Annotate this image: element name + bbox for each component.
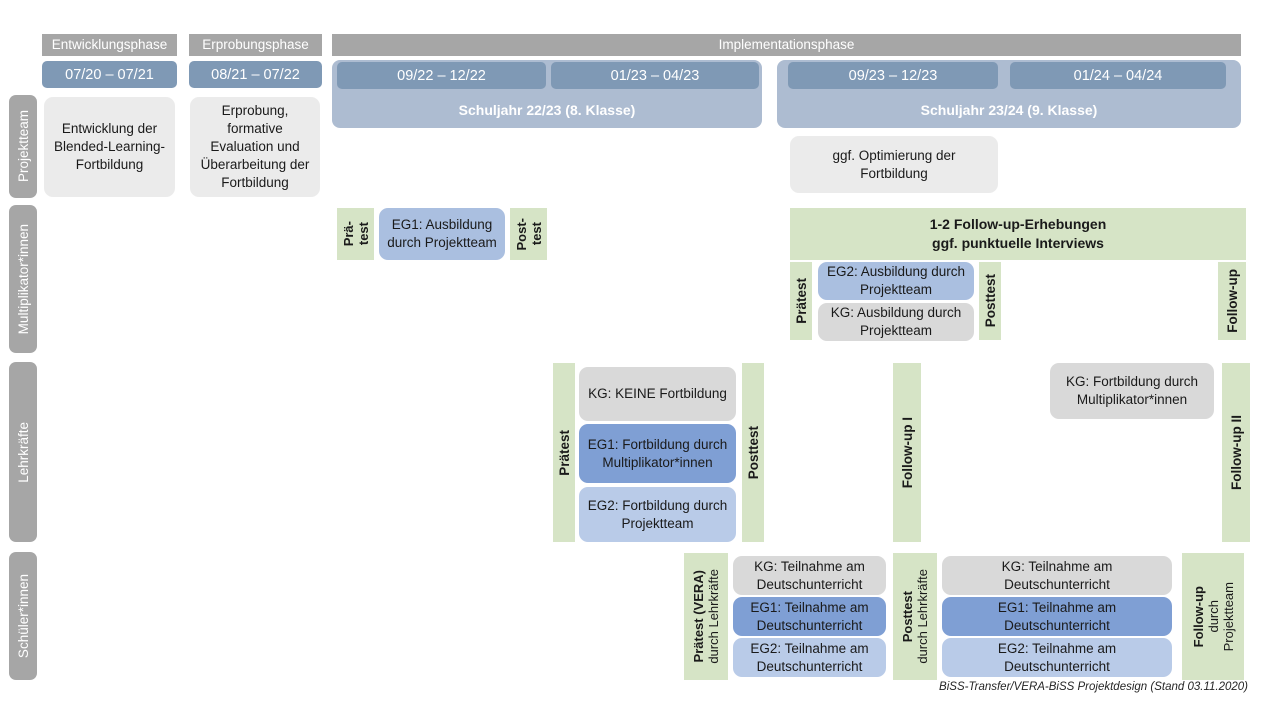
schueler-block1-eg1-box: EG1: Teilnahme am Deutschunterricht [733,597,886,636]
schueler-posttest-sub-label: durch Lehrkräfte [915,569,930,664]
schueler-praetest-sub-label: durch Lehrkräfte [706,569,721,664]
lehrkraefte-posttest-label: Posttest [745,425,761,480]
multiplikatoren-eg1-box: EG1: Ausbildung durch Projektteam [379,208,505,260]
date-chip-0124-0424-label: 01/24 – 04/24 [1073,67,1163,84]
multiplikatoren-posttest-early-line1: Post- [513,217,529,251]
school-year-2223-label: Schuljahr 22/23 (8. Klasse) [458,102,636,118]
schueler-block1-eg2-box: EG2: Teilnahme am Deutschunterricht [733,638,886,677]
multiplikatoren-eg1-text: EG1: Ausbildung durch Projektteam [387,217,497,250]
phase-header-erprobung-label: Erprobungsphase [202,36,309,52]
multiplikatoren-posttest-early-strip: Post- test [510,208,547,260]
schueler-followup-strip: Follow-up durch Projektteam [1182,553,1244,680]
lehrkraefte-kg-followup-text: KG: Fortbildung durch Multiplikator*inne… [1065,374,1199,407]
lehrkraefte-posttest-strip: Posttest [742,363,764,542]
projektteam-entwicklung-box: Entwicklung der Blended-Learning-Fortbil… [44,97,175,197]
date-chip-0123-0423-label: 01/23 – 04/23 [610,67,700,84]
date-chip-entwicklung: 07/20 – 07/21 [42,61,177,88]
schueler-block1-eg1-text: EG1: Teilnahme am Deutschunterricht [750,599,869,633]
multiplikatoren-praetest-early-strip: Prä- test [337,208,374,260]
date-chip-entwicklung-label: 07/20 – 07/21 [65,66,154,83]
schueler-block2-kg-text: KG: Teilnahme am Deutschunterricht [1001,558,1113,592]
schueler-block2-eg1-text: EG1: Teilnahme am Deutschunterricht [997,599,1117,633]
multiplikatoren-posttest-label: Posttest [982,274,998,328]
footer-credit: BiSS-Transfer/VERA-BiSS Projektdesign (S… [800,681,1248,697]
multiplikatoren-praetest-early-line1: Prä- [340,221,356,247]
schueler-followup-main-label: Follow-up [1190,585,1206,648]
date-chip-0922-1222: 09/22 – 12/22 [337,62,546,89]
lehrkraefte-followup-1-label: Follow-up I [899,416,915,489]
footer-credit-text: BiSS-Transfer/VERA-BiSS Projektdesign (S… [939,681,1248,693]
multiplikatoren-praetest-label: Prätest [793,278,809,324]
phase-header-entwicklung-label: Entwicklungsphase [51,36,168,52]
school-year-2324-label: Schuljahr 23/24 (9. Klasse) [920,102,1098,118]
multiplikatoren-eg2-box: EG2: Ausbildung durch Projektteam [818,262,974,300]
date-chip-0923-1223-label: 09/23 – 12/23 [848,67,938,84]
schueler-block2-eg2-text: EG2: Teilnahme am Deutschunterricht [997,640,1117,674]
multiplikatoren-kg-box: KG: Ausbildung durch Projektteam [818,303,974,341]
projektteam-erprobung-box: Erprobung, formative Evaluation und Über… [190,97,320,197]
schueler-block2-eg2-box: EG2: Teilnahme am Deutschunterricht [942,638,1172,677]
sidebar-item-schueler-label: Schüler*innen [15,573,31,659]
projektteam-erprobung-text: Erprobung, formative Evaluation und Über… [200,103,310,190]
phase-header-implementation: Implementationsphase [332,34,1241,56]
date-chip-0123-0423: 01/23 – 04/23 [551,62,759,89]
sidebar-item-projektteam[interactable]: Projektteam [9,95,37,198]
multiplikatoren-eg2-text: EG2: Ausbildung durch Projektteam [826,264,966,297]
schueler-followup-sub1-label: durch [1205,600,1221,633]
multiplikatoren-posttest-early-line2: test [528,222,544,246]
multiplikatoren-followup-banner: 1-2 Follow-up-Erhebungen ggf. punktuelle… [790,208,1246,260]
lehrkraefte-kg-box: KG: KEINE Fortbildung [579,367,736,421]
projektteam-optimierung-box: ggf. Optimierung der Fortbildung [790,136,998,193]
schueler-praetest-main-label: Prätest (VERA) [691,570,706,663]
lehrkraefte-kg-text: KG: KEINE Fortbildung [588,386,727,402]
lehrkraefte-eg2-box: EG2: Fortbildung durch Projektteam [579,487,736,542]
multiplikatoren-followup-label: Follow-up [1224,269,1240,333]
multiplikatoren-followup-banner-line2: ggf. punktuelle Interviews [932,235,1104,251]
lehrkraefte-followup-2-strip: Follow-up II [1222,363,1250,542]
date-chip-0922-1222-label: 09/22 – 12/22 [397,67,486,84]
phase-header-entwicklung: Entwicklungsphase [42,34,177,56]
lehrkraefte-kg-followup-box: KG: Fortbildung durch Multiplikator*inne… [1050,363,1214,419]
schueler-block2-eg1-box: EG1: Teilnahme am Deutschunterricht [942,597,1172,636]
sidebar-item-multiplikatoren-label: Multiplikator*innen [15,223,31,335]
sidebar-item-lehrkraefte-label: Lehrkräfte [15,421,31,483]
lehrkraefte-followup-2-label: Follow-up II [1228,415,1244,490]
lehrkraefte-eg2-text: EG2: Fortbildung durch Projektteam [587,497,728,531]
schueler-block1-eg2-text: EG2: Teilnahme am Deutschunterricht [750,640,869,674]
sidebar-item-schueler[interactable]: Schüler*innen [9,552,37,680]
lehrkraefte-eg1-text: EG1: Fortbildung durch Multiplikator*inn… [587,436,728,470]
multiplikatoren-posttest-strip: Posttest [979,262,1001,340]
schueler-posttest-strip: Posttest durch Lehrkräfte [893,553,937,680]
schueler-block1-kg-box: KG: Teilnahme am Deutschunterricht [733,556,886,595]
sidebar-item-lehrkraefte[interactable]: Lehrkräfte [9,362,37,542]
date-chip-0124-0424: 01/24 – 04/24 [1010,62,1226,89]
schueler-posttest-main-label: Posttest [900,590,915,643]
sidebar-item-projektteam-label: Projektteam [15,110,31,183]
multiplikatoren-praetest-strip: Prätest [790,262,812,340]
multiplikatoren-followup-strip: Follow-up [1218,262,1246,340]
phase-header-implementation-label: Implementationsphase [718,36,855,52]
phase-header-erprobung: Erprobungsphase [189,34,322,56]
schueler-followup-sub2-label: Projektteam [1220,581,1236,652]
multiplikatoren-praetest-early-line2: test [355,222,371,246]
schueler-praetest-strip: Prätest (VERA) durch Lehrkräfte [684,553,728,680]
lehrkraefte-eg1-box: EG1: Fortbildung durch Multiplikator*inn… [579,424,736,483]
multiplikatoren-kg-text: KG: Ausbildung durch Projektteam [830,305,962,338]
projektteam-optimierung-text: ggf. Optimierung der Fortbildung [832,147,956,181]
date-chip-0923-1223: 09/23 – 12/23 [788,62,998,89]
date-chip-erprobung-label: 08/21 – 07/22 [211,66,300,83]
multiplikatoren-followup-banner-line1: 1-2 Follow-up-Erhebungen [929,216,1107,233]
schueler-block2-kg-box: KG: Teilnahme am Deutschunterricht [942,556,1172,595]
lehrkraefte-praetest-strip: Prätest [553,363,575,542]
schueler-block1-kg-text: KG: Teilnahme am Deutschunterricht [754,558,865,592]
sidebar-item-multiplikatoren[interactable]: Multiplikator*innen [9,205,37,353]
date-chip-erprobung: 08/21 – 07/22 [189,61,322,88]
projektteam-entwicklung-text: Entwicklung der Blended-Learning-Fortbil… [53,121,166,172]
lehrkraefte-praetest-label: Prätest [556,429,572,476]
lehrkraefte-followup-1-strip: Follow-up I [893,363,921,542]
